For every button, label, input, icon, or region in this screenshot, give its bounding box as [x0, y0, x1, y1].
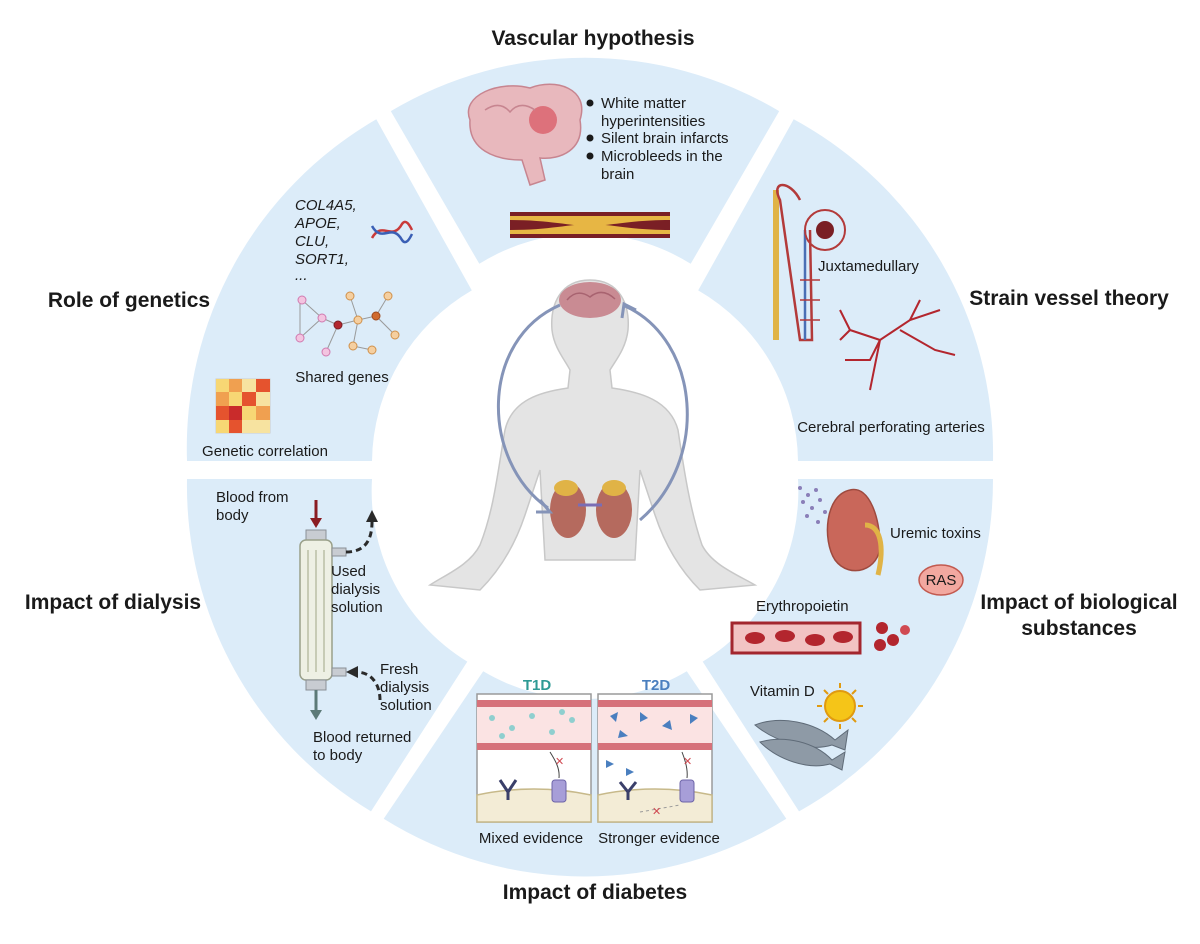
blood-vessel-rbc-icon: [730, 621, 910, 655]
vascular-bullet-3a: Microbleeds in the: [601, 148, 723, 165]
t1d-panel: ✕: [476, 693, 592, 823]
toxin-dots: [798, 486, 827, 524]
kidney-toxins-icon: [826, 488, 884, 576]
t2d-label: T2D: [642, 677, 671, 694]
used-dialysis-label-2: dialysis: [331, 581, 380, 598]
genetic-correlation-label: Genetic correlation: [202, 443, 328, 460]
bullet-dot: [586, 134, 594, 142]
perforating-arteries-icon: [839, 299, 956, 391]
brain-kidney-arrows: [497, 301, 689, 522]
segment-strain: [698, 119, 994, 462]
ras-badge: [918, 564, 964, 596]
dialyzer-icon: [299, 500, 382, 720]
human-body: [427, 279, 758, 591]
dialysis-title: Impact of dialysis: [25, 591, 201, 614]
gene-1: COL4A5,: [295, 197, 357, 214]
svg-text:✕: ✕: [683, 756, 692, 768]
blood-returned-label-1: Blood returned: [313, 729, 411, 746]
blood-from-label-1: Blood from: [216, 489, 289, 506]
mixed-evidence-label: Mixed evidence: [479, 830, 583, 847]
vascular-bullet-1b: hyperintensities: [601, 113, 705, 130]
fish-icon: [754, 719, 849, 771]
diabetes-title: Impact of diabetes: [503, 881, 687, 904]
arrow-brain-to-kidney: [497, 303, 561, 510]
fresh-dialysis-label-2: dialysis: [380, 679, 429, 696]
vitamin-d-label: Vitamin D: [750, 683, 815, 700]
bullet-dot: [586, 99, 594, 107]
fresh-dialysis-label-1: Fresh: [380, 661, 418, 678]
uremic-toxins-label: Uremic toxins: [890, 525, 981, 542]
used-dialysis-label-1: Used: [331, 563, 366, 580]
ras-label: RAS: [926, 572, 957, 589]
arrow-kidney-to-brain: [624, 304, 689, 522]
segment-genetics: [186, 119, 472, 462]
gene-5: ...: [295, 267, 308, 284]
lesion-mark: [529, 106, 557, 134]
vascular-bullet-2: Silent brain infarcts: [601, 130, 729, 147]
left-kidney-icon: [550, 482, 586, 538]
gene-4: SORT1,: [295, 251, 349, 268]
svg-text:✕: ✕: [555, 756, 564, 768]
gene-network-icon: [295, 291, 400, 357]
juxtamedullary-label: Juxtamedullary: [818, 258, 919, 275]
used-dialysis-label-3: solution: [331, 599, 383, 616]
strain-title: Strain vessel theory: [969, 287, 1169, 310]
correlation-heatmap-icon: [215, 378, 271, 434]
right-kidney-icon: [596, 482, 632, 538]
fresh-dialysis-label-3: solution: [380, 697, 432, 714]
erythropoietin-label: Erythropoietin: [756, 598, 849, 615]
narrowed-vessel-icon: [510, 212, 670, 238]
biological-title-line1: Impact of biological: [980, 591, 1177, 614]
t2d-panel: ✕ ✕: [597, 693, 713, 823]
stronger-evidence-label: Stronger evidence: [598, 830, 720, 847]
genetics-title: Role of genetics: [48, 289, 210, 312]
gene-2: APOE,: [294, 215, 341, 232]
vascular-title: Vascular hypothesis: [491, 27, 694, 50]
vascular-bullet-1a: White matter: [601, 95, 686, 112]
cerebral-arteries-label: Cerebral perforating arteries: [797, 419, 985, 436]
brain-illustration: [467, 83, 583, 186]
blood-returned-label-2: to body: [313, 747, 363, 764]
blood-from-label-2: body: [216, 507, 249, 524]
gene-3: CLU,: [295, 233, 329, 250]
dna-icon: [370, 220, 414, 244]
vascular-bullet-3b: brain: [601, 166, 634, 183]
shared-genes-label: Shared genes: [295, 369, 388, 386]
central-brain: [559, 282, 621, 318]
sun-icon: [817, 683, 863, 729]
t1d-label: T1D: [523, 677, 552, 694]
nephron-icon: [773, 183, 846, 342]
bullet-dot: [586, 152, 594, 160]
biological-title-line2: substances: [1021, 617, 1137, 640]
svg-text:✕: ✕: [652, 806, 661, 818]
